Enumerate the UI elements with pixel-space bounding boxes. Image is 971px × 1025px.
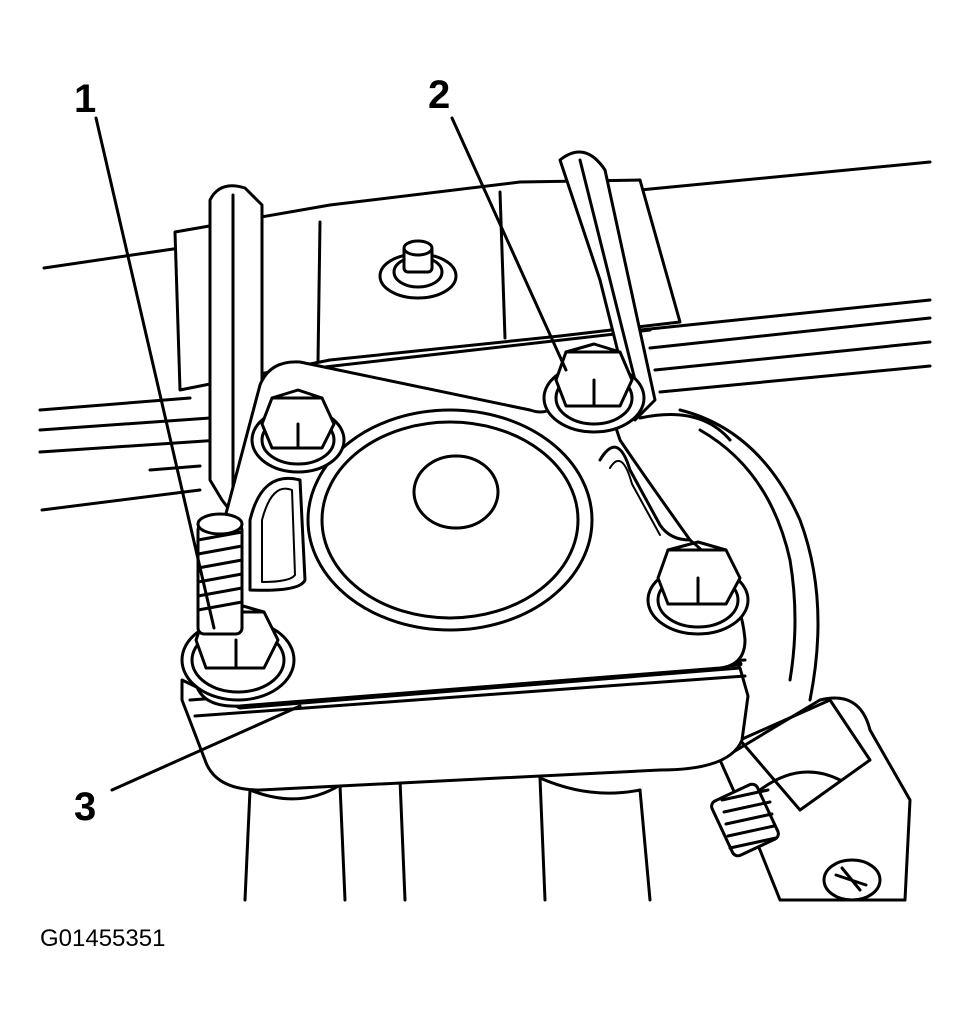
axle-housing <box>243 408 820 902</box>
u-bolt-nut-front-right <box>646 540 750 636</box>
shock-absorber-bracket <box>710 696 912 902</box>
callout-3-leader <box>110 704 302 792</box>
callout-1-label: 1 <box>74 77 96 121</box>
u-bolt-nut-rear-left <box>250 388 346 474</box>
callout-2-leader <box>450 116 568 372</box>
leaf-spring <box>38 160 932 512</box>
u-bolt-nut-rear-right <box>542 342 646 434</box>
u-bolt <box>208 150 657 532</box>
callout-1-leader <box>94 116 216 630</box>
shock-mount-stud <box>710 782 780 858</box>
callout-3-label: 3 <box>74 785 96 829</box>
spring-seat <box>173 178 682 392</box>
figure-id: G01455351 <box>40 925 165 952</box>
callout-2-label: 2 <box>428 73 450 117</box>
